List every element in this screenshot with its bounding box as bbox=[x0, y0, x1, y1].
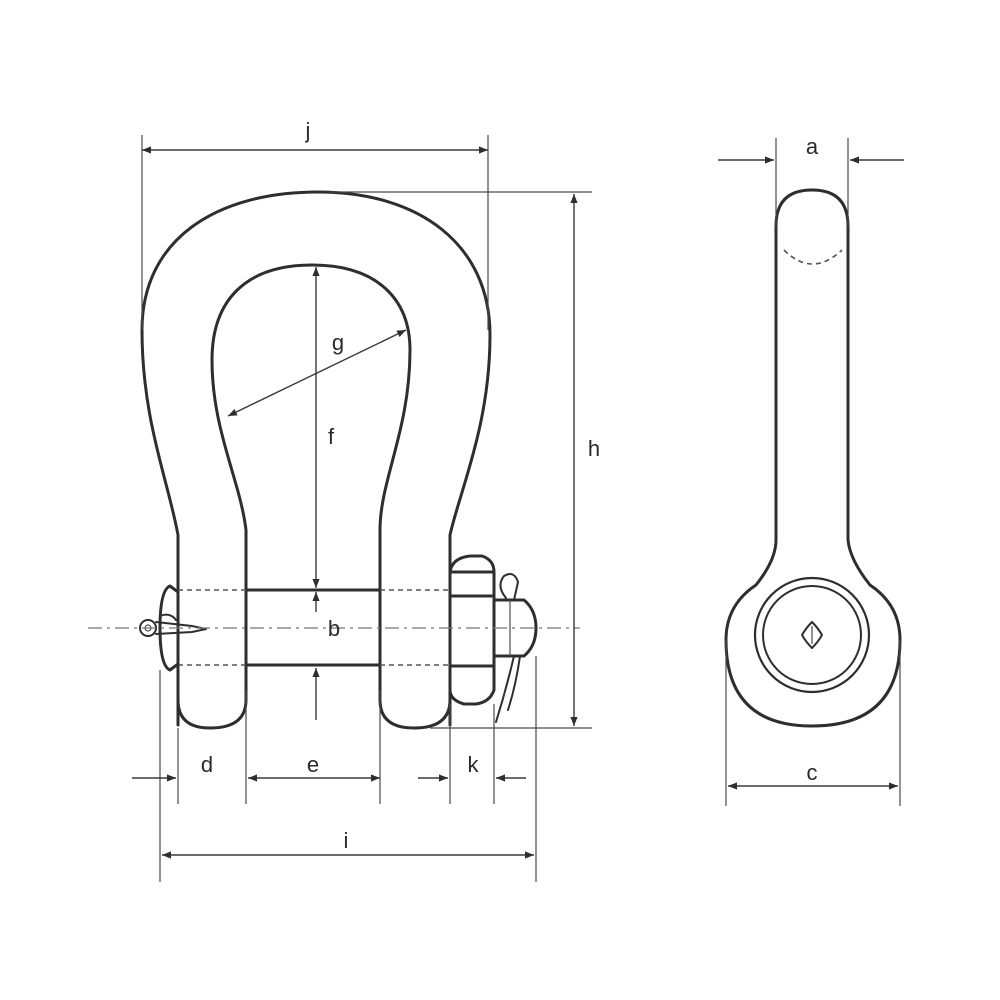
pin-face-inner bbox=[762, 585, 862, 685]
side-view bbox=[724, 188, 902, 728]
cotter-pin-icon bbox=[139, 613, 207, 637]
pin-thread-end bbox=[492, 598, 538, 658]
side-outline bbox=[724, 188, 902, 728]
pin-hole-icon bbox=[801, 621, 823, 649]
label-a: a bbox=[806, 134, 819, 159]
pin-body bbox=[244, 588, 382, 667]
right-leg-cap bbox=[378, 663, 452, 730]
pin-head bbox=[158, 584, 180, 672]
pin-face-outer bbox=[753, 576, 871, 694]
dimension-labels: j g f b h d e k i a c bbox=[201, 118, 819, 853]
split-pin-icon bbox=[495, 573, 521, 723]
label-j: j bbox=[305, 118, 311, 143]
label-g: g bbox=[332, 330, 344, 355]
label-c: c bbox=[807, 760, 818, 785]
label-h: h bbox=[588, 436, 600, 461]
label-d: d bbox=[201, 752, 213, 777]
label-e: e bbox=[307, 752, 319, 777]
bow-inner-outline bbox=[210, 263, 412, 592]
label-k: k bbox=[468, 752, 480, 777]
left-leg-cap bbox=[176, 663, 248, 730]
label-i: i bbox=[344, 828, 349, 853]
nut bbox=[448, 554, 496, 706]
dimension-lines bbox=[132, 135, 904, 882]
label-f: f bbox=[328, 424, 335, 449]
bow-outer-outline bbox=[140, 190, 492, 727]
label-b: b bbox=[328, 616, 340, 641]
front-view bbox=[88, 190, 580, 730]
